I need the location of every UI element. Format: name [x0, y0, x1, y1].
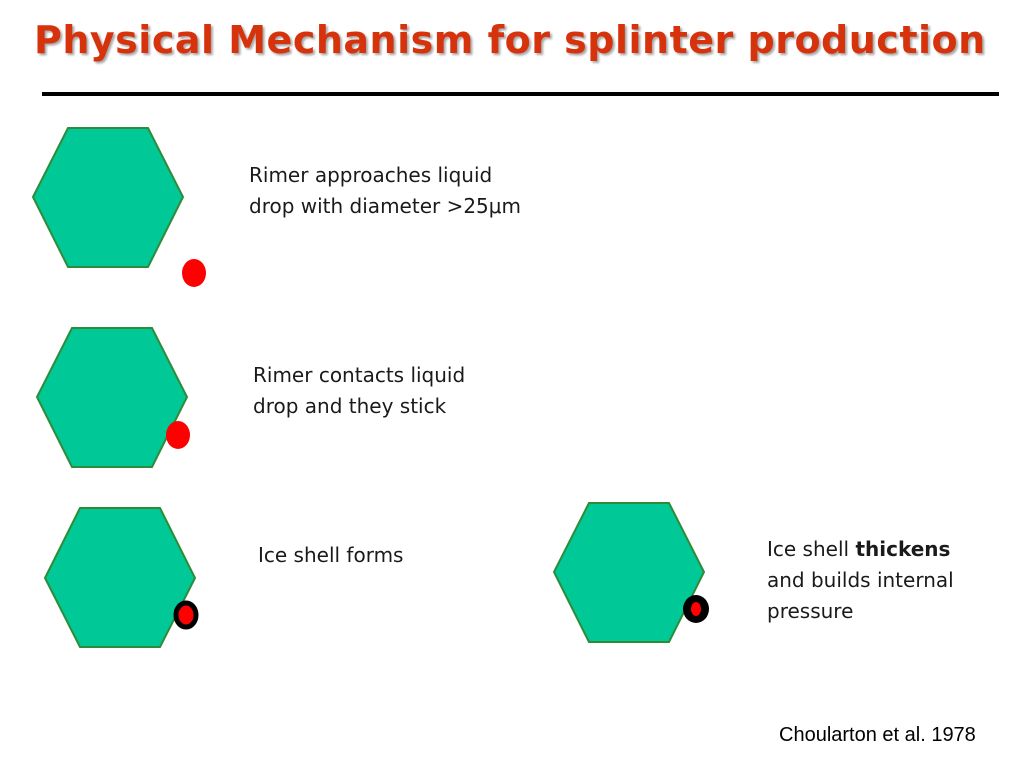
rimer-hexagon-4	[552, 502, 706, 643]
step-3-caption: Ice shell forms	[258, 540, 403, 571]
rimer-hexagon-1	[31, 127, 185, 268]
step-4-line-1-bold: thickens	[855, 537, 951, 561]
step-1-caption: Rimer approaches liquid drop with diamet…	[249, 160, 521, 222]
step-2-line-1: Rimer contacts liquid	[253, 363, 466, 387]
step-1-line-2: drop with diameter >25μm	[249, 194, 521, 218]
rimer-hexagon-3	[43, 507, 197, 648]
step-2-caption: Rimer contacts liquid drop and they stic…	[253, 360, 465, 422]
title-divider	[42, 92, 999, 96]
step-4-line-1-plain: Ice shell	[767, 537, 856, 561]
step-4-line-1: Ice shell thickens	[767, 534, 954, 565]
step-3-line-1: Ice shell forms	[258, 543, 404, 567]
ice-shell-3	[173, 600, 199, 630]
liquid-drop-1	[182, 259, 206, 287]
liquid-drop-2	[166, 421, 190, 449]
step-1-line-1: Rimer approaches liquid	[249, 163, 493, 187]
page-title: Physical Mechanism for splinter producti…	[34, 18, 986, 62]
step-4-line-3: pressure	[767, 599, 854, 623]
step-4-line-2: and builds internal	[767, 568, 954, 592]
step-4-caption: Ice shell thickens and builds internal p…	[767, 534, 954, 627]
citation: Choularton et al. 1978	[779, 724, 976, 746]
liquid-core-4	[691, 602, 701, 616]
step-2-line-2: drop and they stick	[253, 394, 447, 418]
rimer-hexagon-2	[35, 327, 189, 468]
